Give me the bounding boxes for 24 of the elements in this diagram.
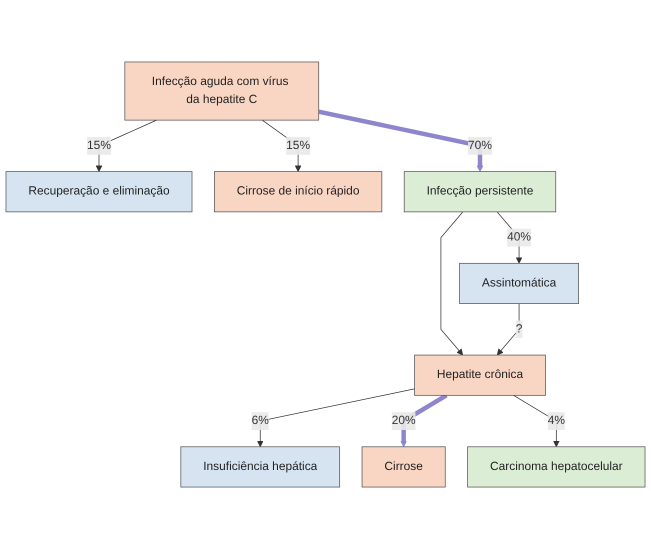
node-box: Carcinoma hepatocelular (467, 446, 646, 488)
arrow (496, 304, 520, 356)
node-box: Cirrose (362, 446, 446, 488)
node-box: Recuperação e eliminação (6, 172, 192, 213)
arrow (318, 110, 484, 172)
arrow (513, 395, 560, 448)
arrow (496, 212, 522, 264)
edge-label: 6% (252, 414, 269, 428)
arrow (440, 212, 464, 356)
node-box: Infecção aguda com vírus da hepatite C (124, 62, 320, 121)
edge-label: 15% (286, 140, 310, 152)
edge-label: 40% (507, 231, 532, 244)
node-box: Infecção persistente (404, 172, 556, 213)
edge-label: ? (516, 323, 522, 336)
edge-label: 20% (392, 414, 416, 428)
edge-label: 15% (87, 140, 111, 152)
arrow (256, 388, 415, 448)
node-box: Cirrose de início rápido (214, 172, 382, 213)
node-box: Assintomática (459, 263, 579, 304)
arrow (400, 394, 448, 448)
node-box: Insuficiência hepática (180, 446, 340, 488)
node-box: Hepatite crônica (414, 355, 546, 396)
edge-label: 70% (468, 140, 492, 152)
edge-label: 4% (548, 414, 565, 428)
